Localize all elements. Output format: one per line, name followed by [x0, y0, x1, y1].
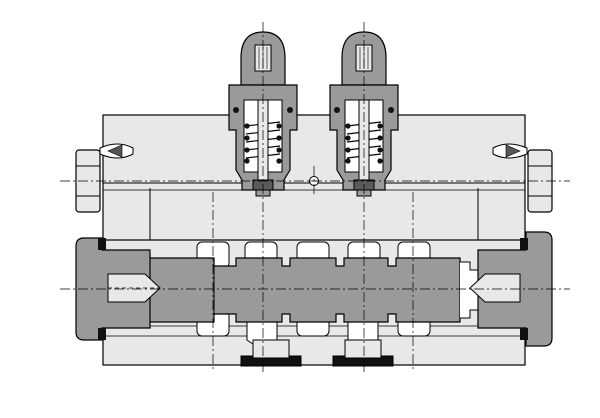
right-knob: [527, 149, 553, 213]
right-indicator: [492, 143, 528, 159]
spool: [147, 257, 479, 323]
left-indicator: [99, 143, 134, 159]
centerlines: [60, 22, 570, 372]
left-end-cap: [75, 237, 161, 341]
